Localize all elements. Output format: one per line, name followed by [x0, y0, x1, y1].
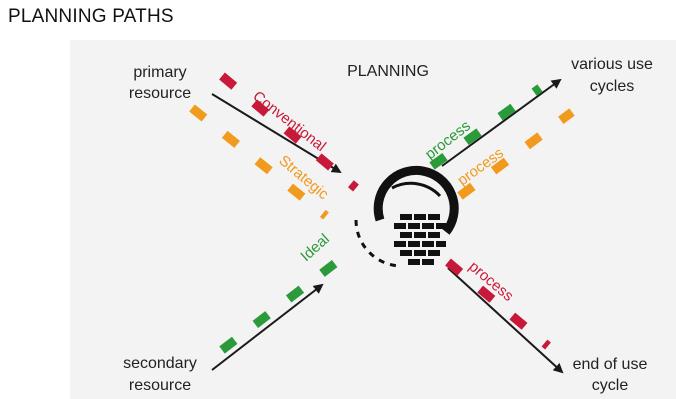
- process-orange-path: [457, 108, 575, 200]
- ideal-label: Ideal: [297, 231, 333, 265]
- strategic-path: [189, 104, 329, 220]
- conventional-label: Conventional: [250, 88, 329, 155]
- node-end-of-use-cycle-line1: end of use: [573, 356, 648, 373]
- node-secondary-resource-line1: secondary: [123, 355, 197, 372]
- node-secondary-resource-line2: resource: [129, 377, 191, 394]
- node-various-use-cycles: various use cycles: [571, 56, 653, 95]
- arrow-center-to-various-cycles: [441, 78, 562, 167]
- node-end-of-use-cycle-line2: cycle: [592, 377, 629, 394]
- process-red-path: [445, 258, 551, 350]
- center-label: PLANNING: [347, 63, 429, 80]
- node-secondary-resource: secondary resource: [123, 355, 197, 394]
- node-primary-resource: primary resource: [129, 64, 191, 102]
- diagram-background: [70, 40, 676, 399]
- ideal-path: [219, 254, 345, 354]
- node-primary-resource-line1: primary: [133, 64, 186, 81]
- arrow-secondary-to-center: [211, 283, 324, 371]
- arrow-center-to-end-of-use: [447, 267, 564, 374]
- node-various-use-cycles-line2: cycles: [590, 78, 634, 95]
- conventional-path: [219, 72, 359, 192]
- page-title: PLANNING PATHS: [8, 6, 174, 27]
- node-primary-resource-line2: resource: [129, 85, 191, 102]
- brick-wall-cycle-icon: [354, 165, 459, 268]
- node-various-use-cycles-line1: various use: [571, 56, 653, 73]
- node-end-of-use-cycle: end of use cycle: [573, 356, 648, 394]
